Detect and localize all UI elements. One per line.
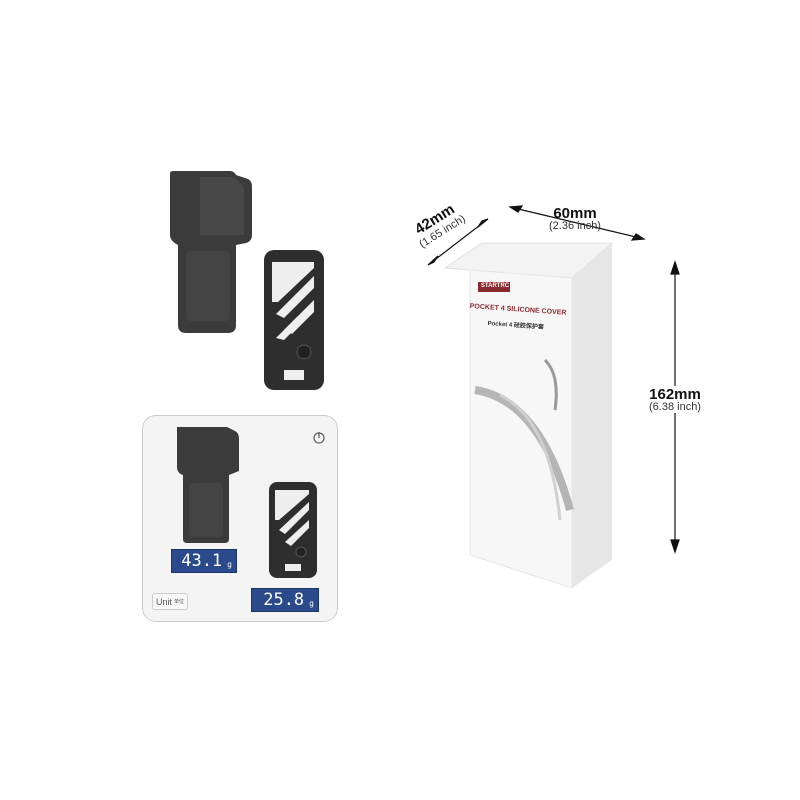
- silicone-case-on-scale: [177, 427, 239, 543]
- brand-logo-text: STARTRC: [480, 283, 510, 289]
- scale-display-2: 25.8 g: [251, 588, 319, 612]
- weight-reading-1: 43.1: [181, 551, 223, 571]
- patterned-cover-on-scale: [269, 482, 317, 578]
- silicone-case-image: [170, 171, 252, 333]
- height-dimension: 162mm (6.38 inch): [640, 386, 710, 413]
- unit-button-label: Unit: [155, 596, 172, 607]
- weighing-scale: 43.1 g 25.8 g: [142, 415, 338, 622]
- unit-button-sub: 单位: [174, 599, 185, 605]
- patterned-cover-image: [264, 250, 324, 390]
- brand-label: [478, 282, 510, 292]
- width-inch: (2.36 inch): [549, 220, 601, 232]
- height-mm: 162mm: [649, 386, 701, 403]
- power-icon[interactable]: [311, 430, 327, 446]
- width-dimension: 60mm (2.36 inch): [540, 205, 610, 232]
- width-mm: 60mm: [553, 205, 597, 222]
- scale-display-1: 43.1 g: [171, 549, 237, 573]
- weight-reading-2: 25.8: [263, 590, 305, 610]
- weight-unit-2: g: [309, 599, 314, 608]
- height-inch: (6.38 inch): [649, 401, 701, 413]
- weight-unit-1: g: [227, 560, 232, 569]
